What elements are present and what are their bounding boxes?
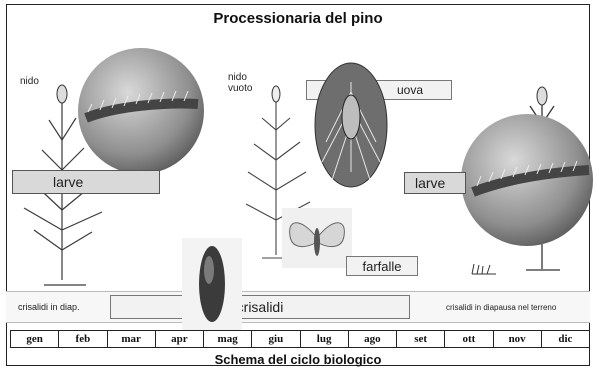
grass-tuft — [470, 262, 500, 276]
month-apr: apr — [156, 331, 204, 347]
larve-left-box: larve — [12, 170, 160, 194]
larva-sphere-left — [76, 46, 206, 176]
pupa — [182, 238, 242, 330]
crisalidi-terreno-label: crisalidi in diapausa nel terreno — [446, 302, 556, 313]
larve-left-label: larve — [53, 174, 83, 190]
uova-label: uova — [397, 83, 423, 97]
nido-label: nido — [20, 76, 39, 87]
month-ago: ago — [349, 331, 397, 347]
month-gen: gen — [11, 331, 59, 347]
month-ott: ott — [445, 331, 493, 347]
month-mar: mar — [108, 331, 156, 347]
month-giu: giu — [252, 331, 300, 347]
diagram-title: Processionaria del pino — [0, 10, 596, 27]
month-mag: mag — [204, 331, 252, 347]
month-set: set — [397, 331, 445, 347]
crisalidi-box: crisalidi — [110, 295, 410, 319]
month-dic: dic — [542, 331, 589, 347]
larve-right-label: larve — [415, 175, 445, 191]
crisalidi-label: crisalidi — [237, 299, 284, 315]
month-feb: feb — [59, 331, 107, 347]
eggs-on-needles — [314, 62, 388, 188]
larva-sphere-right — [459, 112, 595, 248]
month-timeline: gen feb mar apr mag giu lug ago set ott … — [10, 330, 590, 348]
larve-right-box: larve — [404, 172, 466, 194]
crisalidi-diapausa-label: crisalidi in diap. — [18, 302, 80, 313]
month-nov: nov — [494, 331, 542, 347]
diagram-caption: Schema del ciclo biologico — [0, 352, 596, 367]
farfalle-label: farfalle — [362, 259, 401, 274]
farfalle-box: farfalle — [346, 256, 418, 276]
month-lug: lug — [301, 331, 349, 347]
nido-vuoto-label: nido vuoto — [228, 72, 268, 94]
moth — [282, 208, 352, 268]
